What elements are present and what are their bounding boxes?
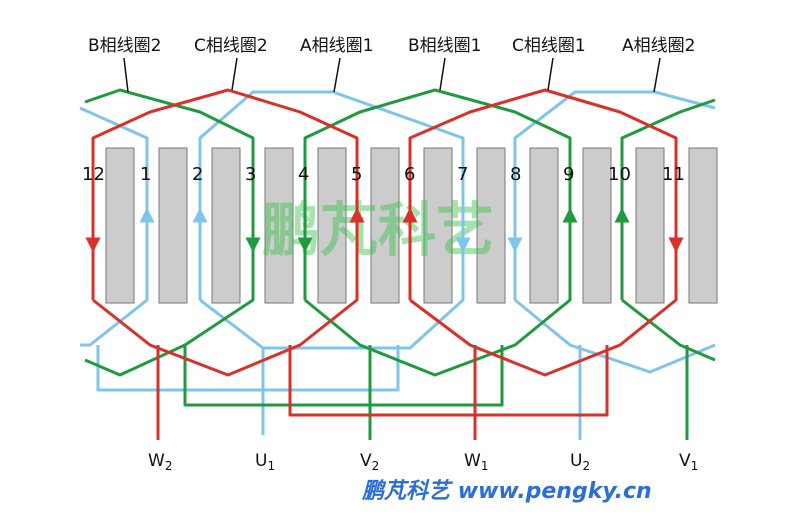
coil-c2 [91, 88, 359, 377]
coil-a2-wrap [79, 106, 149, 347]
coil-label-b2: B相线圈2 [88, 36, 161, 56]
slot-number: 3 [245, 164, 256, 185]
slot-number: 2 [192, 164, 203, 185]
terminal-v1: V1 [679, 451, 698, 473]
coil-b1 [303, 88, 572, 377]
coil-c1 [408, 88, 678, 377]
lead-v-loop [183, 345, 504, 407]
slot [688, 147, 718, 304]
label-leaders [123, 57, 661, 93]
slot-number: 8 [510, 164, 521, 185]
terminal-u1: U1 [255, 451, 275, 473]
slot-number: 6 [404, 164, 415, 185]
slot-number: 10 [608, 164, 631, 185]
coil-label-b1: B相线圈1 [408, 36, 481, 56]
slot [582, 147, 612, 304]
watermark: 鹏芃科艺 [262, 196, 494, 264]
coil-a2-lower [514, 298, 716, 374]
coil-a1 [198, 90, 465, 350]
coil-label-a1: A相线圈1 [300, 36, 373, 56]
coil-b2 [84, 88, 255, 377]
slot-number: 7 [457, 164, 468, 185]
coil-label-a2: A相线圈2 [622, 36, 695, 56]
current-arrows [85, 207, 684, 253]
slot-number: 5 [351, 164, 362, 185]
slot-number: 9 [563, 164, 574, 185]
coil-label-c1: C相线圈1 [512, 36, 586, 56]
footer-brand: 鹏芃科艺 www.pengky.cn [361, 479, 652, 504]
stator-slots [105, 147, 718, 304]
lead-w-loop [288, 345, 609, 417]
terminal-w1: W1 [464, 451, 488, 473]
coil-b2-right-lower [621, 298, 716, 362]
slot [423, 147, 453, 304]
slot [211, 147, 241, 304]
terminal-u2: U2 [570, 451, 590, 473]
phase-w-coils [91, 88, 678, 440]
slot-number: 1 [140, 164, 151, 185]
slot [317, 147, 347, 304]
slot [529, 147, 559, 304]
terminal-v2: V2 [360, 451, 379, 473]
slot-number: 11 [662, 164, 685, 185]
slot [370, 147, 400, 304]
phase-u-coils [79, 90, 716, 440]
slot [635, 147, 665, 304]
slot [476, 147, 506, 304]
terminal-w2: W2 [148, 451, 172, 473]
lead-u-loop [96, 345, 400, 392]
slot-number: 4 [298, 164, 309, 185]
slot [158, 147, 188, 304]
slot [264, 147, 294, 304]
coil-label-c2: C相线圈2 [194, 36, 268, 56]
slot-number: 12 [82, 164, 105, 185]
slot [105, 147, 135, 304]
coil-a2 [513, 90, 716, 300]
